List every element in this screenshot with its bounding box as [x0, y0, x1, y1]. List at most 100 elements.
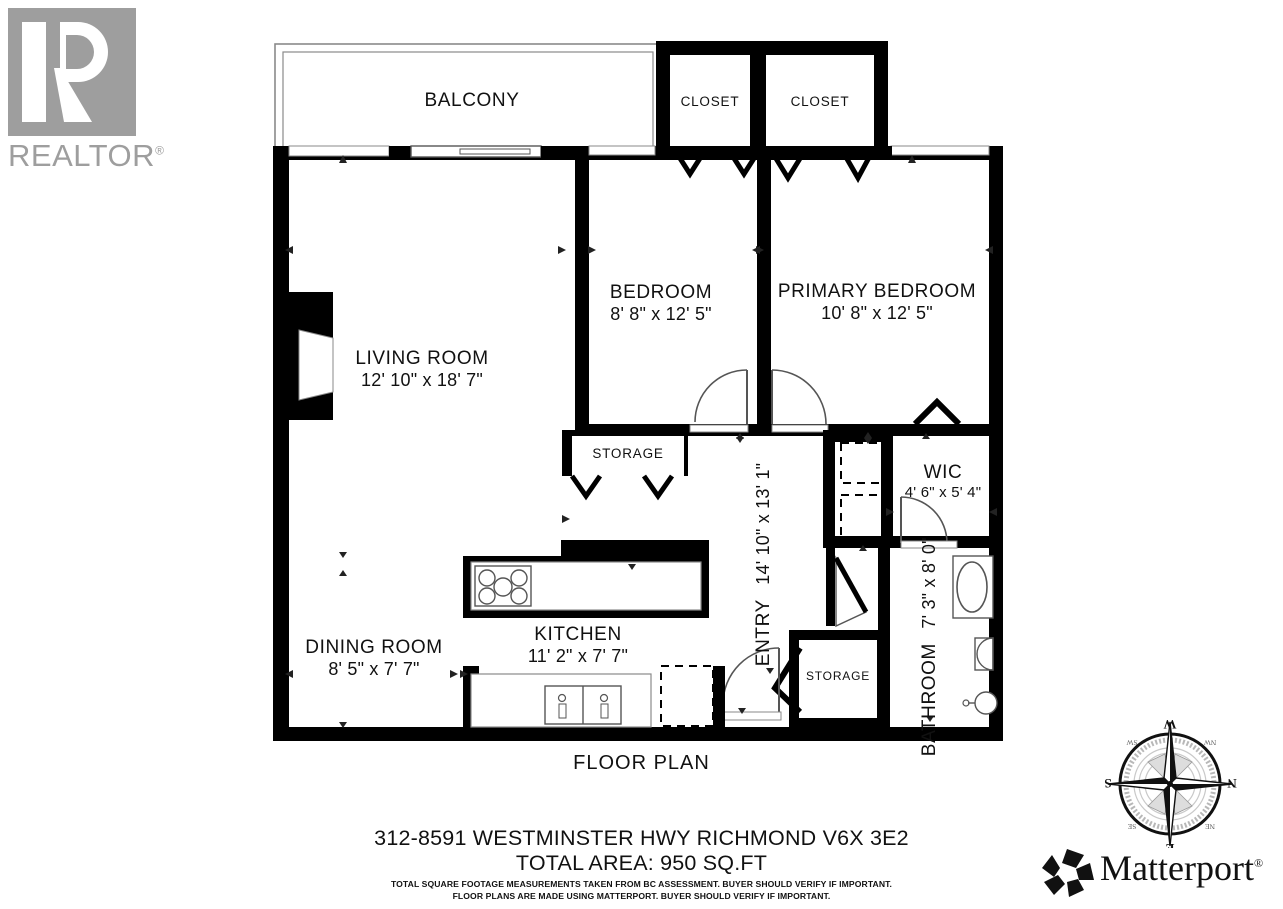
bathroom-sink-icon	[974, 691, 998, 715]
wall-bedroom-primary	[757, 152, 771, 424]
matterport-logo: Matterport®	[1040, 845, 1278, 897]
room-label-closet-1: CLOSET	[680, 94, 740, 109]
closet-2-door-left	[769, 150, 807, 183]
washer-dashed-icon	[840, 442, 890, 484]
room-label-dining-room: DINING ROOM 8' 5" x 7' 7"	[274, 637, 474, 681]
entry-name: ENTRY	[752, 599, 774, 667]
primary-door-arc	[771, 369, 827, 425]
compass-label-right: N	[1227, 776, 1237, 791]
bedroom-door-opening	[689, 424, 749, 433]
entry-dim: 14' 10" x 13' 1"	[752, 462, 773, 585]
closet-bifold-doors	[673, 150, 875, 184]
hall-closet-door	[826, 548, 869, 628]
living-room-dim: 12' 10" x 18' 7"	[361, 370, 483, 391]
wic-door-arc	[900, 496, 948, 544]
fireplace-opening	[298, 329, 334, 401]
storage-1-bifold-doors	[569, 474, 675, 501]
wall-laundry-top	[823, 430, 893, 442]
closet-1-interior	[670, 55, 750, 153]
storage-2-interior	[799, 640, 877, 718]
wic-door-opening	[900, 540, 958, 549]
realtor-r-glyph-icon	[8, 8, 136, 136]
tick-living-left	[285, 246, 293, 254]
property-address: 312-8591 WESTMINSTER HWY RICHMOND V6X 3E…	[374, 826, 909, 850]
realtor-logo: REALTOR®	[8, 8, 164, 173]
entry-door-opening	[722, 711, 782, 721]
window-mullion-1	[389, 146, 411, 158]
storage-1-door-left	[569, 474, 603, 501]
matterport-wordmark: Matterport®	[1100, 848, 1264, 888]
floor-plan-geometry	[273, 41, 1003, 741]
room-label-entry: ENTRY 14' 10" x 13' 1"	[752, 462, 775, 667]
room-label-closet-2: CLOSET	[790, 94, 850, 109]
kitchen-lower-wall-right	[713, 666, 725, 727]
primary-closet-door	[912, 397, 962, 427]
living-room-window	[288, 145, 390, 157]
room-label-storage-2: STORAGE	[805, 669, 871, 683]
closet-1-door-left	[673, 150, 707, 179]
bedroom-window-left	[588, 145, 656, 156]
realtor-r-mark-icon	[8, 8, 136, 136]
room-label-bedroom: BEDROOM 8' 8" x 12' 5"	[560, 282, 762, 326]
hall-door-jamb	[826, 548, 835, 626]
storage-1-door-right	[641, 474, 675, 501]
window-mullion-5	[874, 146, 892, 158]
compass-rose: W N E S SW NW NE SE	[1096, 717, 1244, 856]
floor-plan-caption: FLOOR PLAN	[573, 752, 710, 774]
bedroom-door-arcs	[694, 369, 827, 425]
compass-label-tr: NW	[1203, 738, 1216, 747]
primary-bedroom-dim: 10' 8" x 12' 5"	[821, 303, 933, 324]
toilet-icon	[976, 637, 994, 671]
tick-living-right	[558, 246, 566, 254]
room-label-wic: WIC 4' 6" x 5' 4"	[890, 462, 996, 502]
dimension-tick-marks	[285, 155, 997, 728]
closet-1-door-right	[727, 150, 761, 179]
bathtub-basin	[956, 561, 988, 613]
dining-room-dim: 8' 5" x 7' 7"	[328, 659, 420, 680]
living-room-name: LIVING ROOM	[355, 348, 489, 369]
room-label-bathroom: BATHROOM 7' 3" x 8' 0"	[918, 537, 941, 757]
room-label-balcony: BALCONY	[424, 90, 520, 111]
realtor-wordmark: REALTOR®	[8, 138, 165, 173]
dryer-dashed-icon	[840, 494, 890, 538]
disclaimer-line-1: TOTAL SQUARE FOOTAGE MEASUREMENTS TAKEN …	[390, 879, 893, 889]
wic-dim: 4' 6" x 5' 4"	[904, 484, 982, 502]
window-mullion-2	[541, 146, 575, 158]
kitchen-dim: 11' 2" x 7' 7"	[527, 646, 629, 667]
bedroom-name: BEDROOM	[609, 282, 713, 303]
wall-entry-laundry	[823, 430, 835, 536]
storage-1-interior	[572, 436, 684, 476]
bedroom-dim: 8' 8" x 12' 5"	[610, 304, 712, 325]
disclaimer-line-2: FLOOR PLANS ARE MADE USING MATTERPORT. B…	[452, 891, 831, 902]
bathroom-name: BATHROOM	[918, 643, 940, 757]
dining-room-name: DINING ROOM	[305, 637, 443, 658]
stove-icon	[474, 565, 532, 607]
sliding-door-leaf	[459, 148, 531, 155]
window-mullion-3	[656, 146, 672, 158]
room-label-primary-bedroom: PRIMARY BEDROOM 10' 8" x 12' 5"	[760, 281, 994, 325]
bathroom-dim: 7' 3" x 8' 0"	[918, 537, 939, 629]
compass-label-top: W	[1164, 718, 1177, 732]
room-label-kitchen: KITCHEN 11' 2" x 7' 7"	[478, 624, 678, 668]
bedroom-door-arc	[694, 369, 748, 423]
wic-door	[900, 496, 948, 544]
primary-closet-bifold	[912, 397, 962, 427]
closet-2-door-right	[840, 150, 875, 184]
disclaimer-text: TOTAL SQUARE FOOTAGE MEASUREMENTS TAKEN …	[0, 878, 1283, 903]
wic-name: WIC	[923, 462, 963, 483]
room-label-storage-1: STORAGE	[592, 446, 664, 461]
total-area-label: TOTAL AREA: 950 SQ.FT	[515, 851, 768, 875]
compass-label-br: NE	[1205, 822, 1215, 831]
kitchen-name: KITCHEN	[534, 624, 622, 645]
compass-rose-icon: W N E S SW NW NE SE	[1104, 717, 1237, 856]
wall-hall-top	[823, 536, 893, 548]
compass-label-left: S	[1104, 776, 1111, 791]
balcony-inner-outline	[282, 51, 654, 153]
primary-bedroom-name: PRIMARY BEDROOM	[777, 281, 977, 302]
primary-door-opening	[771, 424, 829, 433]
primary-window	[890, 145, 990, 156]
matterport-pinwheel-icon	[1042, 849, 1094, 897]
storage-2-door	[771, 646, 803, 715]
